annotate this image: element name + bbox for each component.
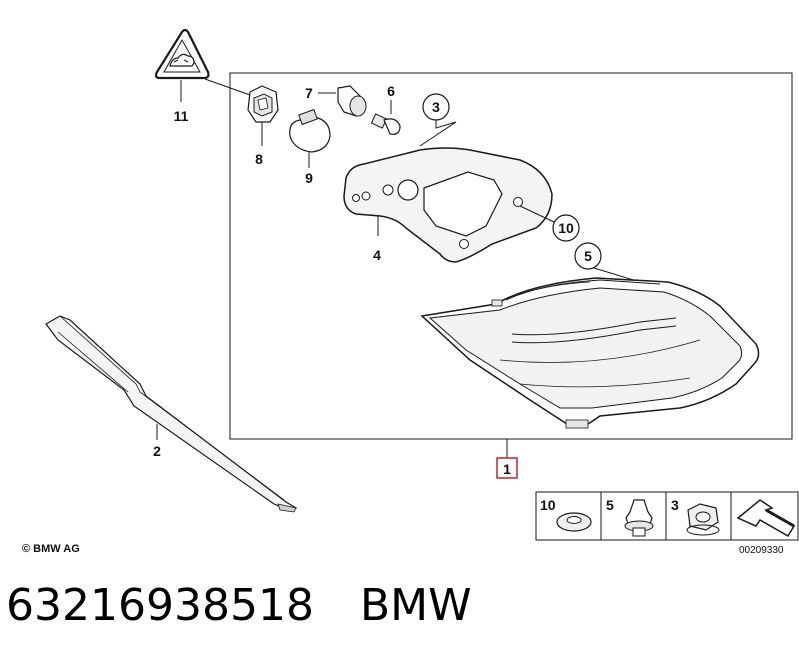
parts-diagram: 11 8 9 7 6 3 4 [22, 28, 799, 556]
callout-7: 7 [305, 85, 313, 101]
assembly-frame [229, 72, 793, 440]
callout-2: 2 [153, 443, 161, 459]
nut-icon [686, 503, 720, 536]
bulb-socket-icon [247, 85, 279, 123]
callout-circle-5 [574, 242, 602, 270]
callout-9: 9 [305, 170, 313, 186]
strip-label-3: 3 [671, 497, 679, 513]
bulb-small-icon [370, 113, 401, 135]
callout-4: 4 [373, 247, 381, 263]
image-number: 00209330 [739, 545, 784, 556]
copyright-text: © BMW AG [22, 543, 80, 555]
bulb-holder-icon [337, 85, 367, 117]
callout-6: 6 [387, 83, 395, 99]
callout-10: 10 [558, 220, 574, 236]
trim-strip-icon [45, 315, 298, 513]
strip-label-10: 10 [540, 497, 556, 513]
gasket-icon [343, 147, 553, 263]
callout-1: 1 [503, 461, 511, 477]
brand-name: BMW [359, 580, 472, 631]
part-number: 63216938518 [6, 580, 314, 631]
callout-circle-10 [552, 214, 580, 242]
assembly-number-box [496, 457, 518, 479]
strip-label-5: 5 [606, 497, 614, 513]
direction-arrow-icon [736, 499, 796, 538]
warning-label-icon [154, 28, 210, 80]
callout-11: 11 [174, 108, 189, 124]
callout-3: 3 [432, 99, 440, 115]
tail-light-icon [420, 277, 760, 429]
washer-icon [556, 512, 592, 532]
clip-icon [624, 499, 654, 537]
caption: 63216938518 BMW [6, 580, 518, 631]
bulb-large-icon [289, 108, 331, 153]
callout-5: 5 [584, 248, 592, 264]
callout-8: 8 [255, 151, 263, 167]
